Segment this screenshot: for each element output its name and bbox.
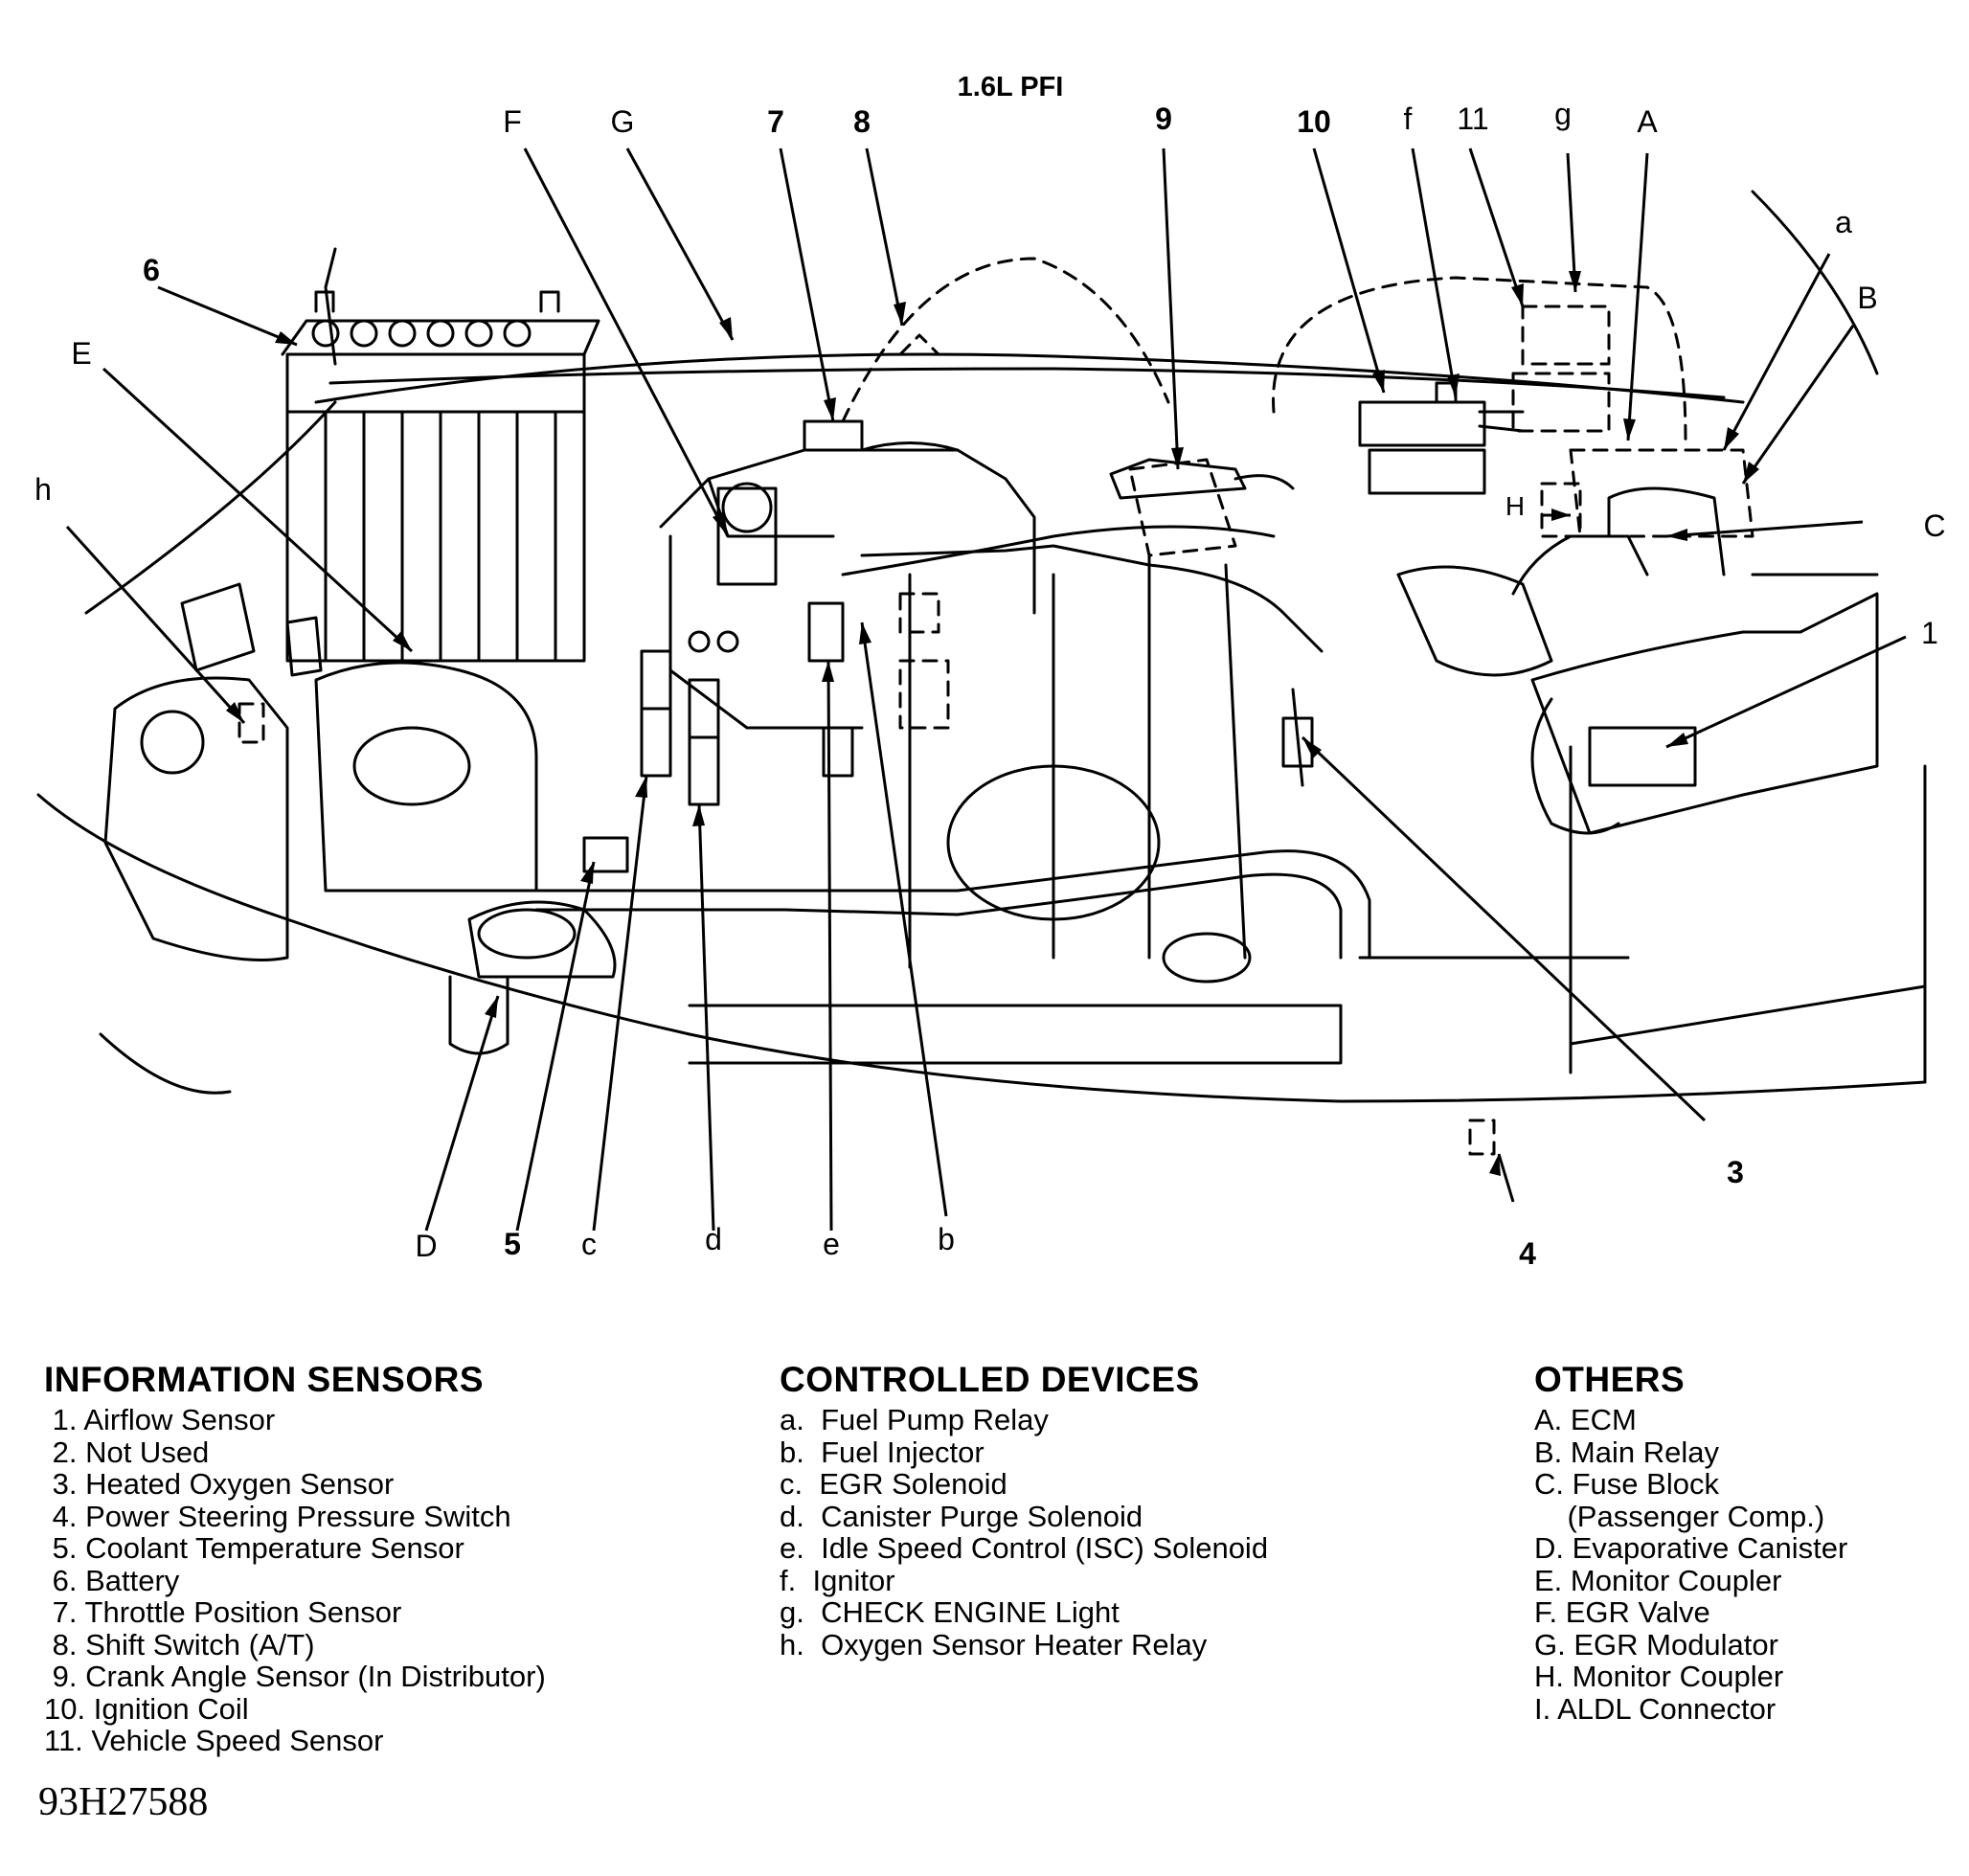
legend-item: e. Idle Speed Control (ISC) Solenoid [780, 1531, 1269, 1565]
legend-item: 7. Throttle Position Sensor [44, 1595, 402, 1629]
callout-g: g [1554, 97, 1572, 131]
callout-A: A [1637, 104, 1658, 139]
callout-E: E [71, 336, 91, 371]
legend-item: C. Fuse Block [1534, 1467, 1719, 1501]
legend-item: 1. Airflow Sensor [44, 1403, 276, 1436]
legend-item: 11. Vehicle Speed Sensor [44, 1724, 384, 1757]
callout-D: D [415, 1229, 437, 1263]
callout-d: d [705, 1222, 722, 1256]
callout-9: 9 [1155, 102, 1172, 136]
relay-block [180, 582, 323, 677]
legend-item: H. Monitor Coupler [1534, 1660, 1784, 1693]
callout-arrowheads [226, 271, 1759, 1176]
washer-reservoir [103, 661, 538, 961]
legend-item: f. Ignitor [780, 1563, 895, 1597]
legend-item: h. Oxygen Sensor Heater Relay [780, 1627, 1208, 1661]
callout-f: f [1404, 102, 1413, 136]
callout-b: b [938, 1222, 955, 1256]
legend-item: 5. Coolant Temperature Sensor [44, 1531, 464, 1565]
legend-item: d. Canister Purge Solenoid [780, 1499, 1143, 1533]
hood-outline [84, 190, 1879, 1095]
legend-item: 4. Power Steering Pressure Switch [44, 1499, 511, 1533]
legend-item: A. ECM [1534, 1403, 1637, 1436]
legend-item: F. EGR Valve [1534, 1595, 1710, 1629]
hidden-components-dashed [238, 257, 1754, 1156]
evaporative-canister [448, 900, 617, 1055]
legend-item: 9. Crank Angle Sensor (In Distributor) [44, 1660, 546, 1693]
legend-item: 3. Heated Oxygen Sensor [44, 1467, 395, 1501]
callout-labels: F G 7 8 9 10 f 11 g A a B C 1 3 4 6 E h … [34, 97, 1945, 1271]
callout-10: 10 [1297, 104, 1331, 139]
callout-H: H [1505, 491, 1525, 521]
callout-B: B [1857, 281, 1877, 315]
legend-item: B. Main Relay [1534, 1435, 1719, 1469]
callout-a: a [1835, 205, 1852, 239]
legend-heading: INFORMATION SENSORS [44, 1360, 484, 1399]
legend-item: G. EGR Modulator [1534, 1627, 1778, 1661]
legend-item: b. Fuel Injector [780, 1435, 984, 1469]
legend-item: 8. Shift Switch (A/T) [44, 1627, 315, 1661]
solenoid-connectors [582, 544, 1324, 873]
legend-item: 6. Battery [44, 1563, 180, 1597]
callout-e: e [823, 1227, 840, 1261]
legend-item: 10. Ignition Coil [44, 1691, 249, 1726]
callout-5: 5 [504, 1227, 521, 1261]
legend-item: (Passenger Comp.) [1534, 1499, 1825, 1533]
legend-item: c. EGR Solenoid [780, 1467, 1007, 1501]
callout-C: C [1923, 509, 1945, 543]
legend-item: E. Monitor Coupler [1534, 1563, 1782, 1597]
legend-item: I. ALDL Connector [1534, 1691, 1777, 1726]
legend-others: OTHERS A. ECM B. Main Relay C. Fuse Bloc… [1534, 1360, 1847, 1725]
legend-item: 2. Not Used [44, 1435, 210, 1469]
callout-c: c [581, 1227, 597, 1261]
engine-compartment-diagram: 1.6L PFI F G 7 8 9 10 f 11 g A a B C 1 3… [34, 72, 1945, 1271]
callout-8: 8 [853, 104, 871, 139]
radiator-hose [534, 849, 1630, 1065]
figure-id: 93H27588 [38, 1780, 209, 1824]
callout-1: 1 [1921, 616, 1938, 650]
callout-4: 4 [1519, 1236, 1536, 1271]
legend-controlled-devices: CONTROLLED DEVICES a. Fuel Pump Relay b.… [780, 1360, 1268, 1661]
callout-F: F [503, 104, 522, 139]
callout-11: 11 [1457, 102, 1488, 136]
callout-3: 3 [1727, 1155, 1744, 1189]
diagram-title: 1.6L PFI [958, 72, 1064, 102]
legend-item: g. CHECK ENGINE Light [780, 1595, 1120, 1629]
callout-h: h [34, 472, 52, 507]
legend-item: D. Evaporative Canister [1534, 1531, 1848, 1565]
battery [281, 290, 600, 663]
legend-item: a. Fuel Pump Relay [780, 1403, 1049, 1436]
callout-7: 7 [767, 104, 784, 139]
callout-G: G [611, 104, 635, 139]
legend-heading: CONTROLLED DEVICES [780, 1360, 1200, 1399]
callout-leader-lines [65, 147, 1907, 1232]
distributor-and-coil [1109, 381, 1525, 500]
callout-6: 6 [143, 253, 160, 287]
front-fender-outline [36, 745, 1927, 1103]
legend-information-sensors: INFORMATION SENSORS 1. Airflow Sensor 2.… [44, 1360, 546, 1757]
air-cleaner [1396, 486, 1879, 835]
engine-intake [659, 419, 1276, 969]
legend-heading: OTHERS [1534, 1360, 1686, 1399]
